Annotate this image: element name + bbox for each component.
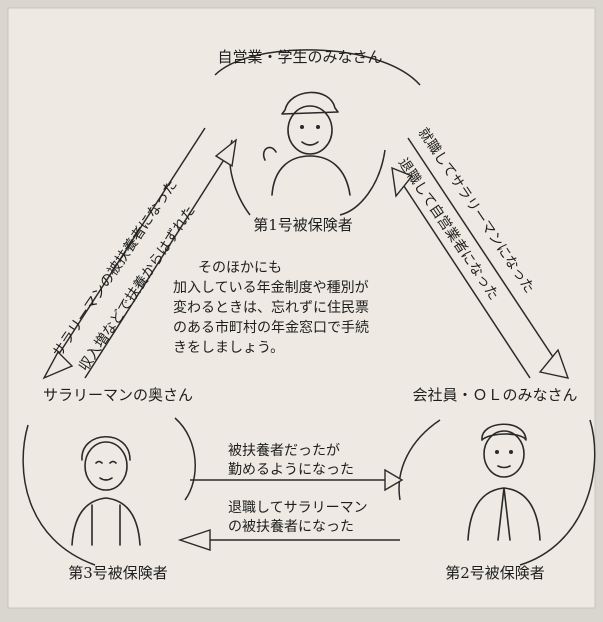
top-circle-arc-upper [214, 49, 421, 86]
left-circle-arc-right [174, 417, 196, 501]
arrow-top-to-left-head [42, 350, 74, 380]
right-node-title: 会社員・ＯＬのみなさん [412, 386, 577, 404]
center-note-line-3: 変わるときは、忘れずに住民票 [173, 299, 369, 316]
arrow-left-to-top-shaft [84, 157, 226, 379]
center-note-line-1: そのほかにも [198, 260, 282, 276]
housewife-icon [71, 436, 141, 546]
worker-with-cap-icon [262, 91, 351, 196]
arrow-right-to-left-label-line1: 退職してサラリーマン [228, 500, 368, 516]
center-note-line-5: きをしましょう。 [173, 340, 284, 356]
arrow-top-to-right-head [538, 348, 570, 379]
left-node-label: 第3号被保険者 [68, 564, 168, 582]
arrow-left-to-right-label-line1: 被扶養者だったが [228, 442, 340, 459]
arrow-top-to-right-shaft [407, 137, 556, 361]
arrow-right-to-left-label-line2: の被扶養者になった [228, 518, 354, 535]
arrow-left-to-right-head [384, 468, 404, 492]
center-note-line-2: 加入している年金制度や種別が [173, 280, 369, 296]
arrow-right-to-top-shaft [399, 179, 531, 379]
arrow-right-to-top-head [391, 166, 414, 198]
center-note-line-4: のある市町村の年金窓口で手続 [173, 319, 369, 336]
left-circle-arc [22, 424, 96, 566]
right-node-label: 第2号被保険者 [445, 564, 545, 582]
left-node-title: サラリーマンの奥さん [43, 386, 193, 404]
top-node-title: 自営業・学生のみなさん [217, 48, 382, 66]
arrow-left-to-top-head [214, 138, 237, 168]
right-circle-arc-left [398, 419, 441, 501]
arrow-right-to-left-head [177, 529, 211, 551]
office-worker-icon [467, 423, 541, 541]
top-circle-arc-right [339, 149, 386, 216]
arrow-left-to-right-label-line2: 勤めるようになった [228, 462, 354, 478]
top-node-label: 第1号被保険者 [253, 216, 353, 234]
arrow-top-to-left-shaft [54, 127, 206, 361]
right-circle-arc [519, 419, 596, 566]
